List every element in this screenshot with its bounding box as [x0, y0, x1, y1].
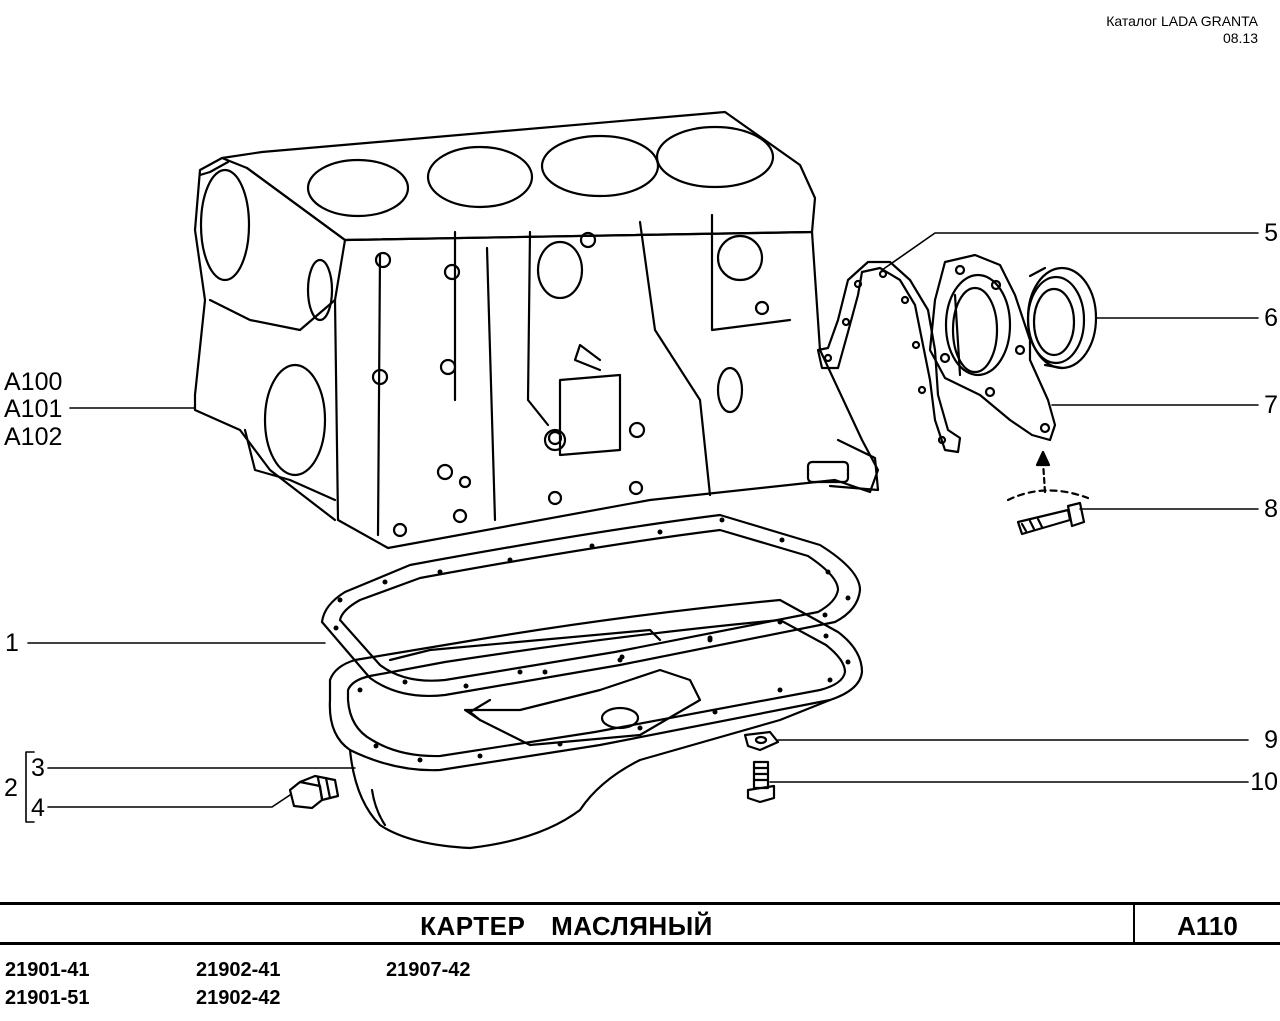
washer-drawing — [743, 730, 780, 752]
callout-9: 9 — [1264, 726, 1278, 754]
model-code: 21902-42 — [196, 987, 281, 1009]
model-code: 21901-51 — [5, 987, 90, 1009]
model-code: 21902-41 — [196, 959, 281, 981]
leader-lines — [25, 232, 1259, 823]
callout-5: 5 — [1264, 219, 1278, 247]
callout-1: 1 — [5, 629, 19, 657]
callout-6: 6 — [1264, 304, 1278, 332]
page-code: A110 — [1177, 911, 1238, 941]
oil-pan-drawing — [328, 598, 864, 850]
callout-a100: A100 — [4, 368, 63, 396]
page-title: КАРТЕР МАСЛЯНЫЙ — [420, 911, 713, 941]
bolt-drawing — [1006, 450, 1090, 536]
callout-4: 4 — [31, 794, 45, 822]
catalog-title: Каталог LADA GRANTA — [1106, 13, 1258, 29]
catalog-date: 08.13 — [1222, 30, 1258, 46]
drain-plug-drawing — [288, 774, 340, 810]
callout-3: 3 — [31, 754, 45, 782]
callout-10: 10 — [1250, 768, 1278, 796]
pan-bolt-drawing — [746, 760, 776, 804]
callout-2: 2 — [4, 774, 18, 802]
title-divider — [1133, 905, 1135, 942]
title-bar: КАРТЕР МАСЛЯНЫЙ A110 — [0, 902, 1280, 945]
crankshaft-oil-seal-drawing — [1026, 266, 1098, 370]
rear-seal-holder-drawing — [928, 253, 1057, 442]
model-code: 21907-42 — [386, 959, 471, 981]
rear-cover-gasket-drawing — [816, 260, 962, 454]
engine-block-drawing — [193, 110, 880, 550]
callout-8: 8 — [1264, 495, 1278, 523]
callout-7: 7 — [1264, 391, 1278, 419]
callout-a102: A102 — [4, 423, 63, 451]
exploded-parts-diagram — [25, 110, 1259, 850]
oil-pan-gasket-drawing — [320, 513, 862, 697]
callout-a101: A101 — [4, 395, 63, 423]
model-code: 21901-41 — [5, 959, 90, 981]
